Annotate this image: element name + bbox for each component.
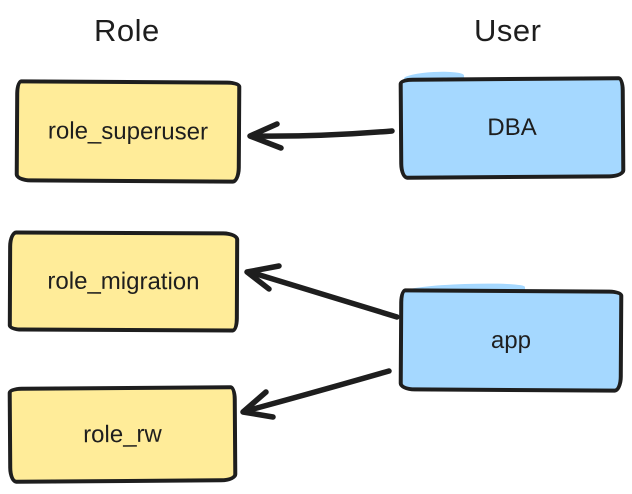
arrow-app-to-role-rw <box>240 368 392 420</box>
arrow-app-to-role-migration <box>244 263 400 320</box>
arrow-dba-to-role-superuser <box>247 121 395 151</box>
node-role-superuser-label: role_superuser <box>47 117 209 145</box>
node-user-app: app <box>398 288 624 393</box>
node-user-dba-label: DBA <box>487 113 537 142</box>
column-header-user: User <box>474 13 542 48</box>
node-role-rw-label: role_rw <box>83 420 162 448</box>
column-header-role: Role <box>94 13 160 48</box>
node-role-migration: role_migration <box>7 230 240 333</box>
node-user-app-label: app <box>490 326 532 354</box>
node-role-migration-label: role_migration <box>47 267 200 295</box>
node-role-rw: role_rw <box>7 385 238 484</box>
node-user-dba: DBA <box>398 76 626 180</box>
node-role-superuser: role_superuser <box>14 79 242 184</box>
